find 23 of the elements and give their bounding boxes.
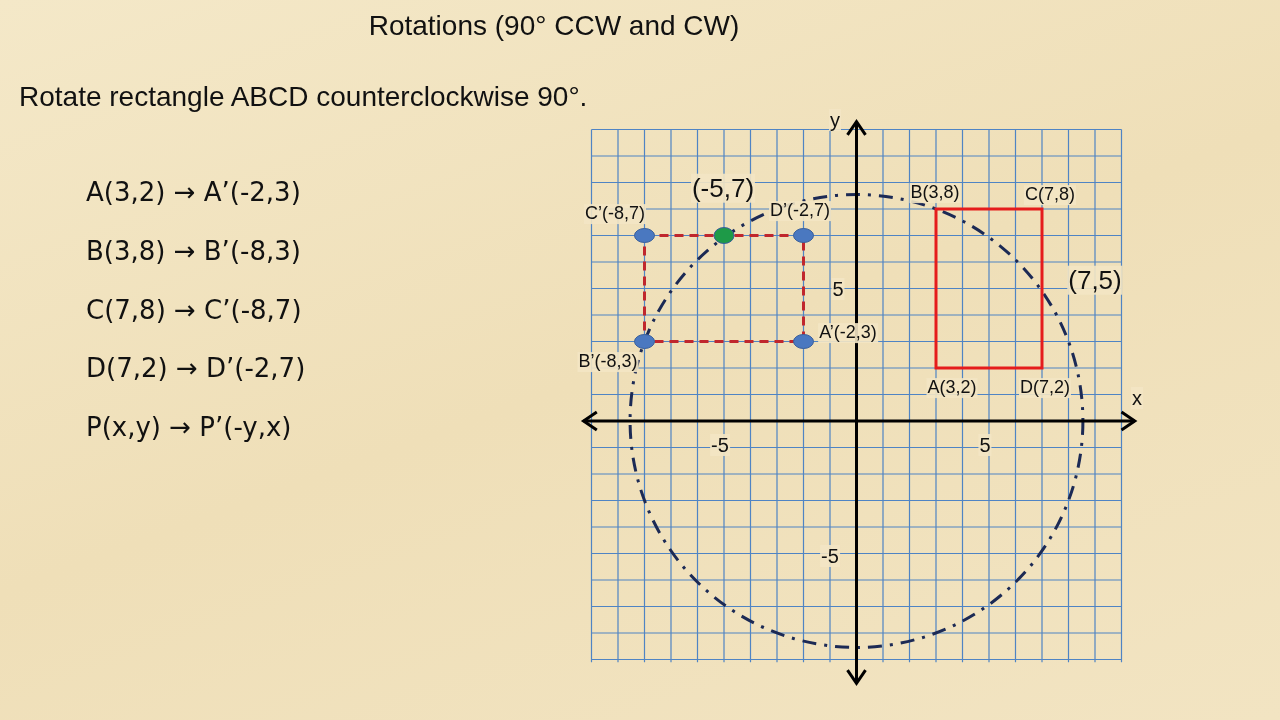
- point-label: B’(-8,3): [577, 352, 639, 372]
- point-label: D(7,2): [1019, 378, 1071, 398]
- tick-label: -5: [820, 545, 840, 567]
- point-label: (7,5): [1067, 265, 1123, 295]
- mapping-rule: A(3,2) → A’(-2,3): [85, 177, 302, 207]
- mapping-rule: D(7,2) → D’(-2,7): [85, 353, 307, 383]
- instruction-text: Rotate rectangle ABCD counterclockwise 90°.: [18, 81, 589, 113]
- point-label: C(7,8): [1024, 185, 1076, 205]
- tick-label: -5: [710, 434, 730, 456]
- point-label: (-5,7): [690, 173, 756, 203]
- point-label: D’(-2,7): [769, 201, 831, 221]
- axis-label: y: [829, 109, 841, 131]
- mapping-rule: C(7,8) → C’(-8,7): [85, 295, 303, 325]
- axis-label: x: [1131, 387, 1143, 409]
- mapping-rule: B(3,8) → B’(-8,3): [85, 236, 302, 266]
- tick-label: 5: [831, 278, 845, 300]
- point-label: C’(-8,7): [584, 204, 646, 224]
- tick-label: 5: [978, 434, 992, 456]
- title: Rotations (90° CCW and CW): [368, 10, 740, 42]
- mapping-rule: P(x,y) → P’(-y,x): [85, 412, 293, 442]
- point-label: B(3,8): [909, 183, 961, 203]
- point-label: A(3,2): [926, 378, 978, 398]
- point-label: A’(-2,3): [818, 323, 878, 343]
